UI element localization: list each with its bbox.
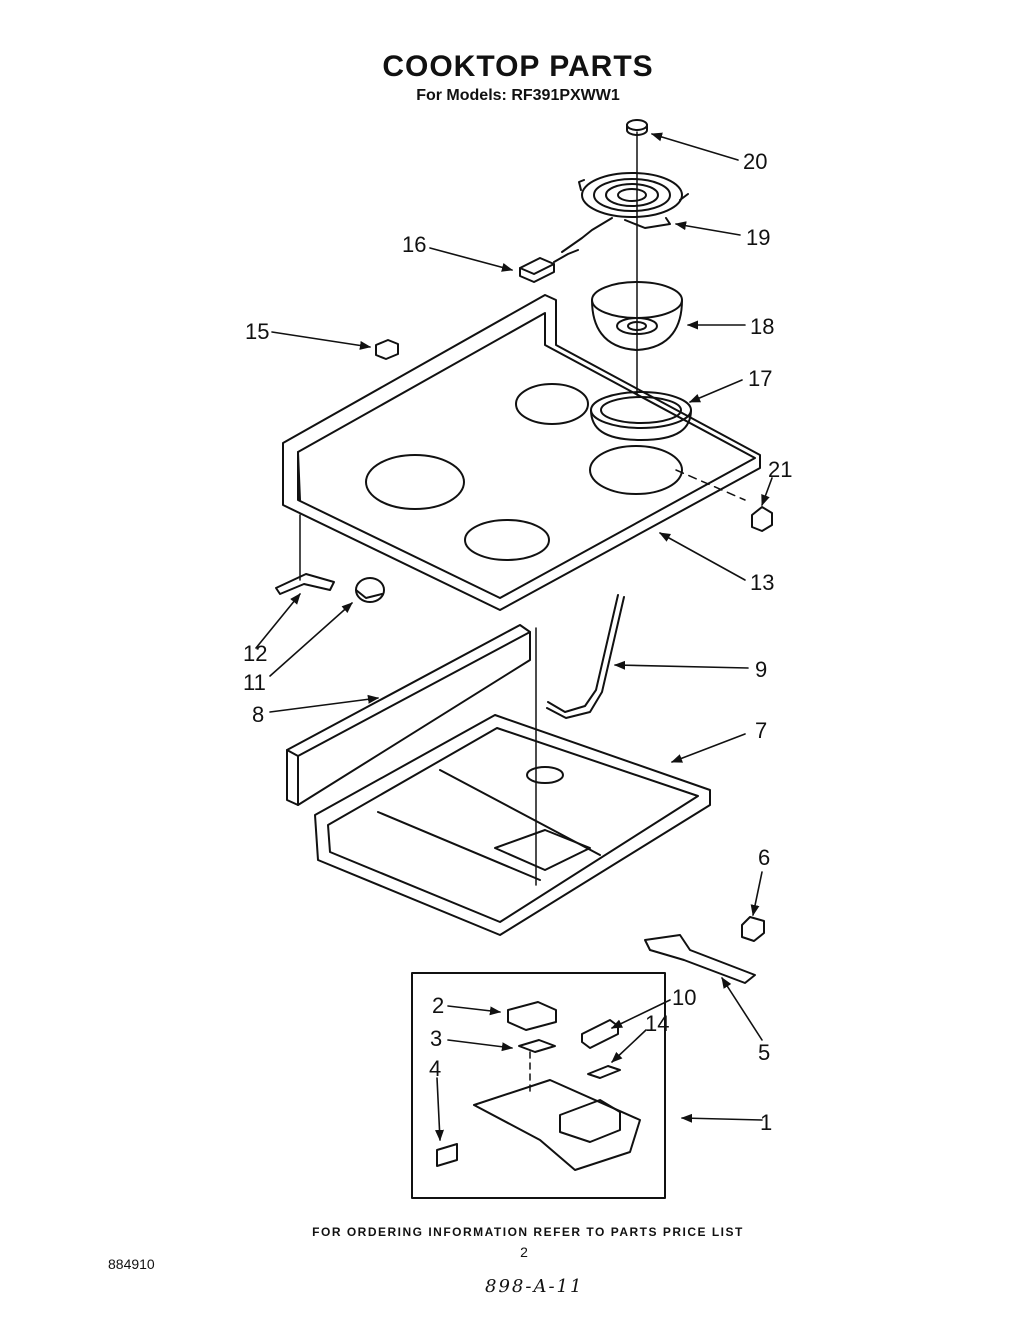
callout-5: 5 <box>758 1040 770 1065</box>
callout-2: 2 <box>432 993 444 1018</box>
callout-12: 12 <box>243 641 267 666</box>
callout-16: 16 <box>402 232 426 257</box>
cooktop-part <box>282 294 761 611</box>
callout-8: 8 <box>252 702 264 727</box>
callout-6: 6 <box>758 845 770 870</box>
cooktop-clip-part <box>751 506 773 532</box>
handwritten-code: 898-A-11 <box>485 1276 584 1297</box>
switch-bracket-part <box>518 1039 556 1053</box>
callout-4: 4 <box>429 1056 441 1081</box>
surface-element-part <box>561 172 689 253</box>
drip-bowl-part <box>591 281 683 351</box>
page-number: 2 <box>520 1244 528 1260</box>
callout-19: 19 <box>746 225 770 250</box>
callout-15: 15 <box>245 319 269 344</box>
thermostat-part <box>581 1019 619 1049</box>
callout-9: 9 <box>755 657 767 682</box>
callout-1: 1 <box>760 1110 772 1135</box>
switch-part <box>507 1001 557 1031</box>
callout-20: 20 <box>743 149 767 174</box>
mounting-bracket-part <box>644 934 756 984</box>
callout-10: 10 <box>672 985 696 1010</box>
bracket-clip-part <box>741 916 765 942</box>
callout-18: 18 <box>750 314 774 339</box>
callout-3: 3 <box>430 1026 442 1051</box>
spacer-part <box>355 577 385 603</box>
ground-strap-part <box>275 573 335 595</box>
callout-14: 14 <box>645 1011 669 1036</box>
page-title: COOKTOP PARTS <box>382 50 654 83</box>
mounting-clip-part <box>375 339 399 360</box>
callout-13: 13 <box>750 570 774 595</box>
rear-panel-part <box>286 624 531 806</box>
switch-assembly-box <box>411 972 666 1199</box>
ordering-note: FOR ORDERING INFORMATION REFER TO PARTS … <box>312 1225 744 1239</box>
support-rod-part <box>546 594 625 719</box>
callout-11: 11 <box>243 670 266 695</box>
callout-7: 7 <box>755 718 767 743</box>
terminal-block-part <box>519 249 579 283</box>
label-tag-part <box>436 1143 458 1167</box>
switch-plate-assembly-part <box>473 1079 641 1171</box>
thermostat-bracket-part <box>587 1065 621 1079</box>
callout-21: 21 <box>768 457 792 482</box>
document-code: 884910 <box>108 1256 155 1272</box>
drip-pan-part <box>314 714 711 936</box>
callout-17: 17 <box>748 366 772 391</box>
model-subtitle: For Models: RF391PXWW1 <box>416 87 620 104</box>
